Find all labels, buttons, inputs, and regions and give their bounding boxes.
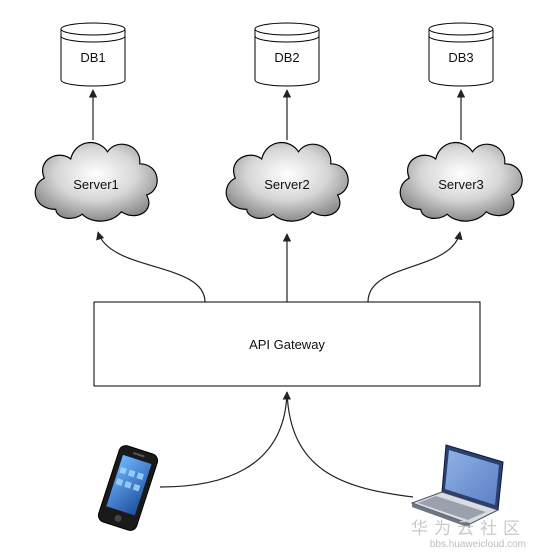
api-gateway-box: API Gateway [93,301,481,387]
arrow-gateway-server1 [96,231,206,303]
arrow-phone-gateway [159,391,291,488]
server2-label: Server2 [264,177,310,192]
server1-label: Server1 [73,177,119,192]
arrow-gateway-server3 [367,231,463,303]
db3-node: DB3 [428,22,494,87]
mobile-phone-icon [97,445,159,531]
server1-cloud: Server1 [34,141,158,222]
watermark: 华为云社区 bbs.huaweicloud.com [411,514,526,550]
watermark-text: 华为云社区 [411,519,526,538]
api-gateway-label: API Gateway [249,337,325,352]
watermark-url: bbs.huaweicloud.com [429,539,526,550]
db3-label: DB3 [448,50,473,65]
server2-cloud: Server2 [225,141,349,222]
db2-label: DB2 [274,50,299,65]
db1-node: DB1 [60,22,126,87]
db1-label: DB1 [80,50,105,65]
server3-cloud: Server3 [399,141,523,222]
laptop-icon [410,444,504,528]
db2-node: DB2 [254,22,320,87]
server3-label: Server3 [438,177,484,192]
arrow-laptop-gateway [286,391,414,498]
